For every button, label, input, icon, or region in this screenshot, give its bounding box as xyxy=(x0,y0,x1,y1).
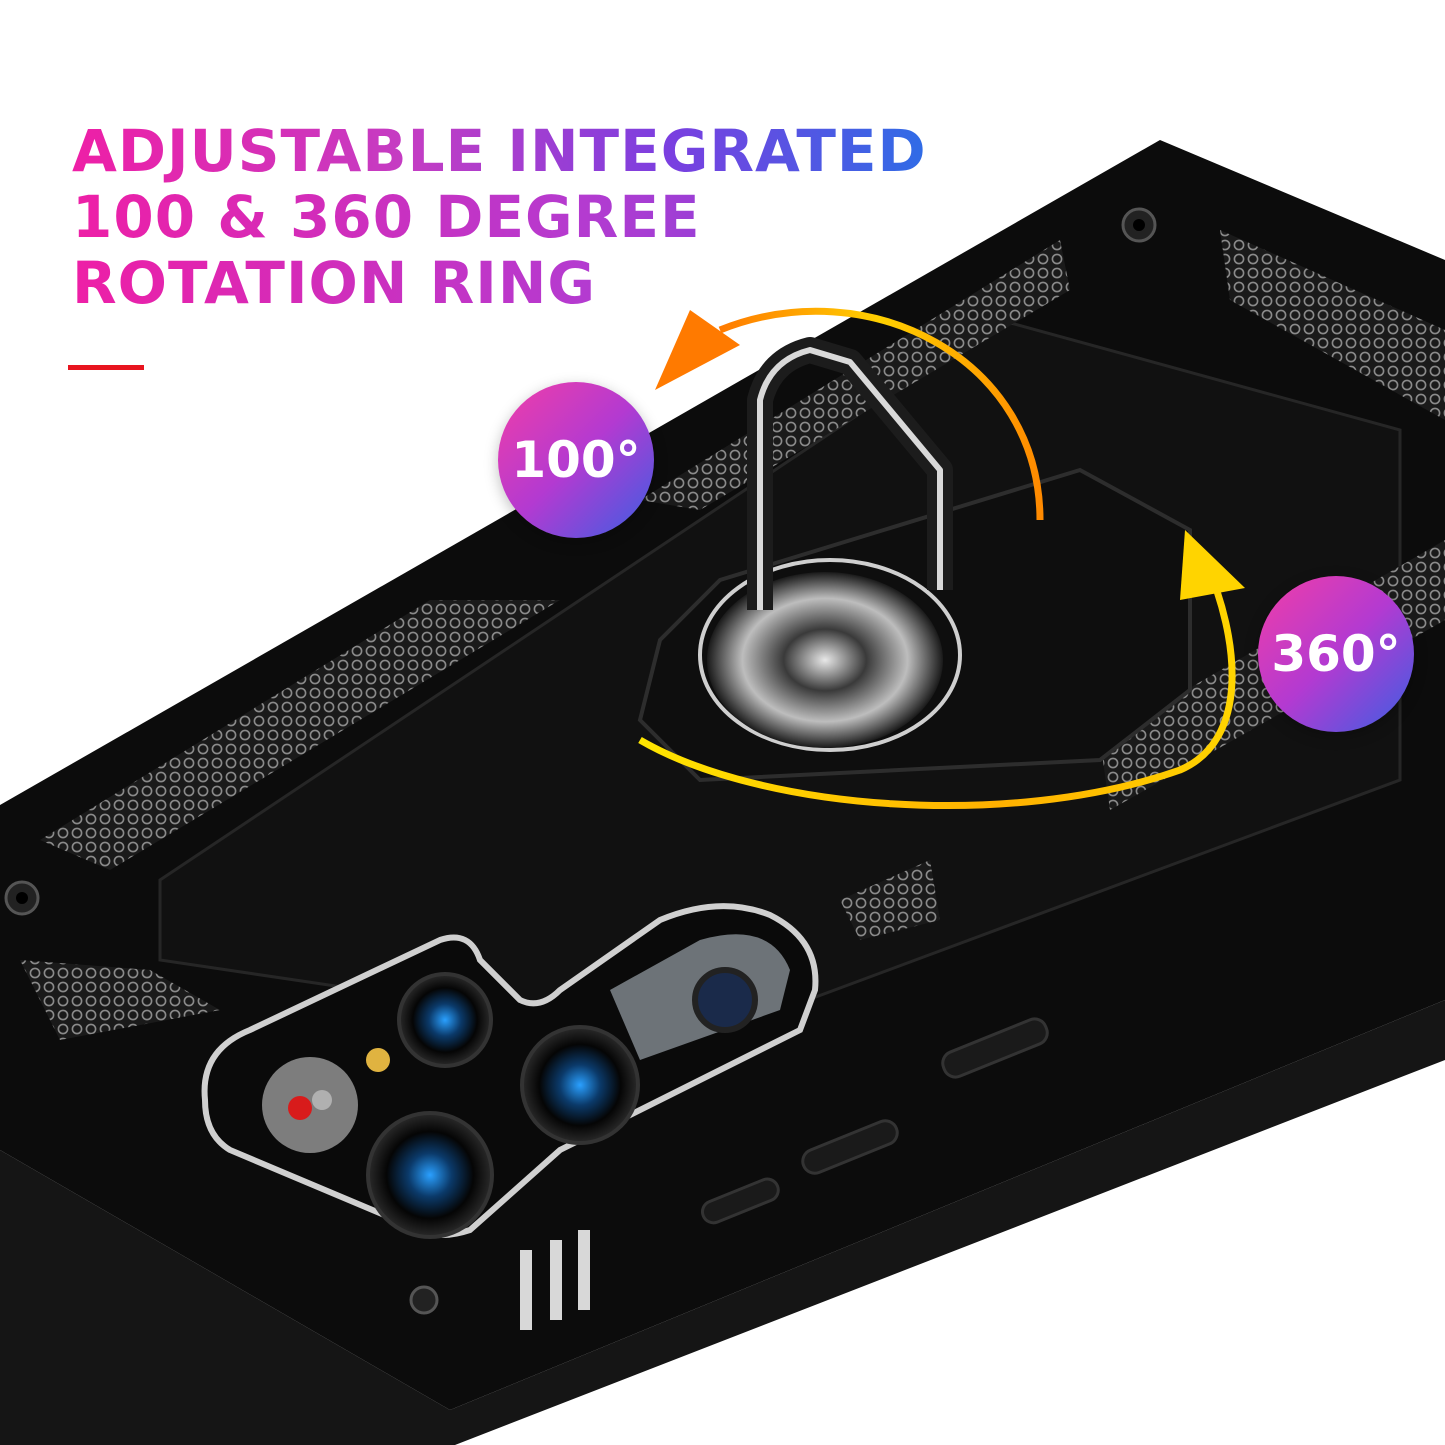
camera-lens-icon xyxy=(366,967,758,1239)
corner-screws xyxy=(4,207,1157,1315)
bottom-bumper-vents xyxy=(520,1230,590,1330)
rotation-arrow-icon xyxy=(638,307,1245,810)
badge-360-label: 360° xyxy=(1271,625,1401,683)
badge-100-degree: 100° xyxy=(498,382,654,538)
accent-divider xyxy=(68,365,144,370)
camera-module xyxy=(201,903,819,1239)
badge-100-label: 100° xyxy=(511,431,641,489)
headline-line-3: ROTATION RING xyxy=(72,250,927,316)
badge-360-degree: 360° xyxy=(1258,576,1414,732)
headline-line-1: ADJUSTABLE INTEGRATED xyxy=(72,117,927,185)
headline-line-2: 100 & 360 DEGREE xyxy=(72,184,927,250)
ring-holder-icon xyxy=(637,337,1192,783)
headline: ADJUSTABLE INTEGRATED 100 & 360 DEGREE R… xyxy=(72,118,927,316)
side-buttons xyxy=(700,1017,1049,1225)
